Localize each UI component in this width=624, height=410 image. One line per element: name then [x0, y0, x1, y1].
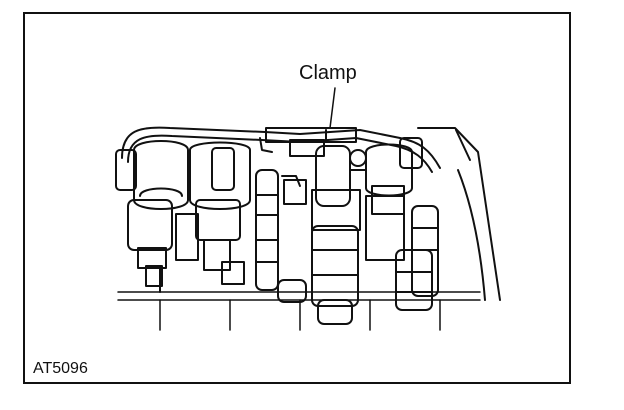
clamp-callout-label: Clamp — [299, 62, 357, 84]
solenoid-middle — [175, 141, 251, 285]
figure-id-label: AT5096 — [33, 360, 88, 377]
transmission-case-outline — [417, 127, 501, 301]
solenoid-center — [311, 145, 367, 325]
valve-spools — [255, 169, 307, 303]
valve-body-plate — [117, 291, 481, 331]
valve-spool-right — [411, 205, 439, 297]
clamp — [265, 127, 357, 157]
solenoid-right — [365, 137, 433, 311]
figure-frame — [23, 12, 571, 384]
wire-harness — [121, 126, 441, 173]
clamp-leader-line — [329, 87, 336, 129]
solenoid-left — [115, 140, 189, 293]
